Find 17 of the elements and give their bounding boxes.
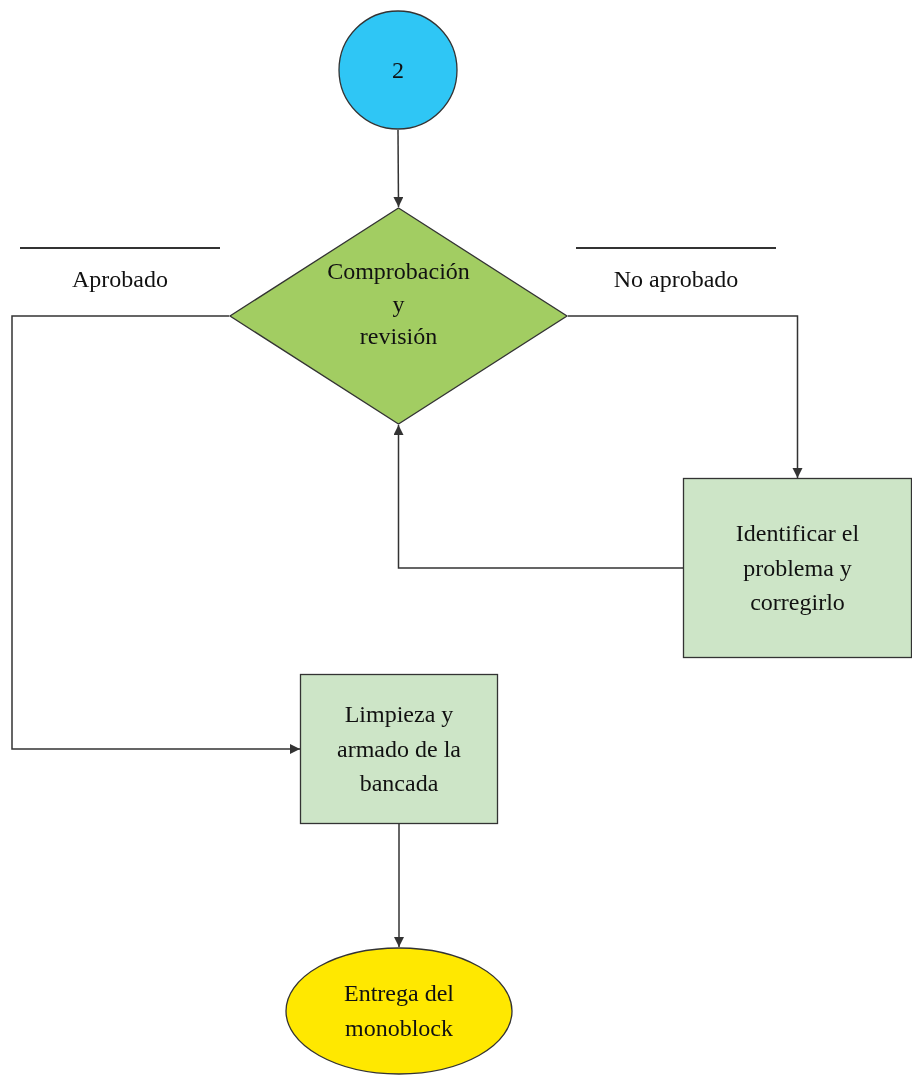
- arrow: [11, 315, 301, 754]
- node-label: 2: [392, 55, 404, 85]
- connector-circle: [338, 10, 458, 130]
- arrow: [393, 129, 404, 208]
- edge-label: Aprobado: [71, 266, 169, 293]
- node-label: Identificar el problema y corregirlo: [734, 518, 861, 618]
- decision-diamond: [229, 207, 568, 425]
- process-box: [683, 478, 912, 658]
- node-label: Comprobación y revisión: [326, 257, 471, 352]
- terminal-ellipse: [285, 947, 513, 1075]
- node-label: Entrega del monoblock: [343, 979, 455, 1043]
- arrow: [394, 823, 404, 948]
- edge-label: No aprobado: [612, 266, 740, 293]
- process-box: [300, 674, 498, 824]
- arrow: [393, 424, 684, 569]
- arrow: [567, 315, 803, 479]
- node-label: Limpieza y armado de la bancada: [336, 699, 462, 799]
